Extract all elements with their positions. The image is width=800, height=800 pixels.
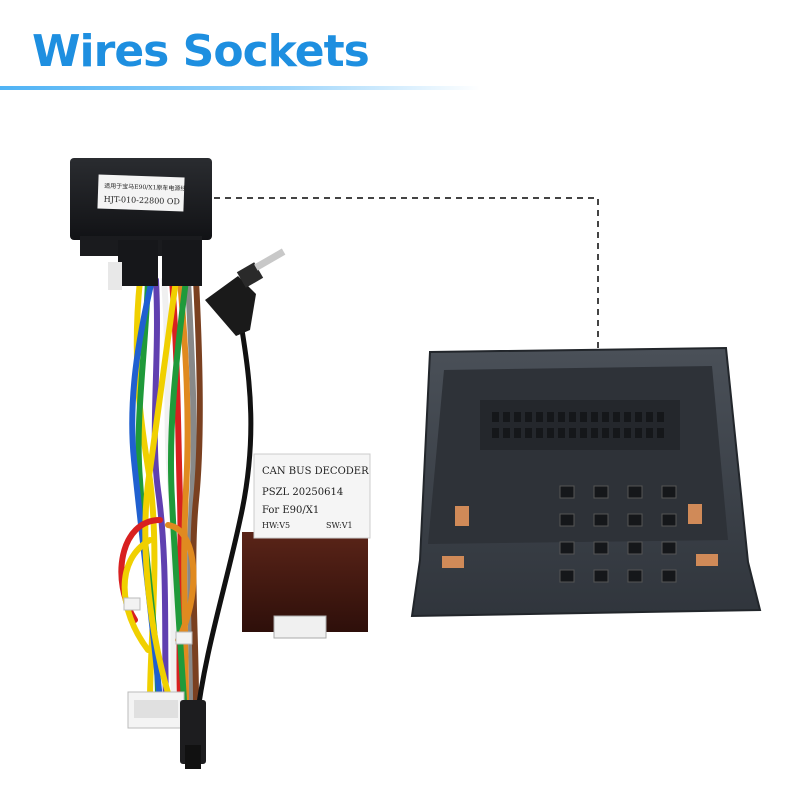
decoder-title: CAN BUS DECODER xyxy=(262,466,369,477)
socket-pin xyxy=(613,428,620,438)
socket-pin xyxy=(593,569,609,583)
zip-tie xyxy=(123,597,141,611)
socket-pin xyxy=(661,569,677,583)
socket-pin xyxy=(593,513,609,527)
vehicle-socket xyxy=(410,346,762,618)
socket-pin xyxy=(558,412,565,422)
harness-label-line2: HJT-010-22800 OD xyxy=(104,195,180,207)
socket-pin xyxy=(525,412,532,422)
decoder-model: For E90/X1 xyxy=(262,505,319,516)
harness-label-line1: 适用于宝马E90/X1原车电源线 xyxy=(104,182,186,193)
socket-pin xyxy=(661,513,677,527)
socket-pin xyxy=(580,428,587,438)
socket-pin xyxy=(646,428,653,438)
socket-pin xyxy=(569,428,576,438)
socket-pin xyxy=(492,412,499,422)
harness-label xyxy=(97,174,185,212)
socket-pin xyxy=(559,569,575,583)
socket-pin xyxy=(624,428,631,438)
socket-pin xyxy=(627,569,643,583)
socket-pin xyxy=(514,428,521,438)
can-bus-decoder: CAN BUS DECODER PSZL 20250614 For E90/X1… xyxy=(242,453,371,639)
socket-pin-grid xyxy=(492,412,677,583)
antenna-cable xyxy=(193,327,254,728)
socket-pin xyxy=(559,513,575,527)
socket-pin xyxy=(602,412,609,422)
socket-pin xyxy=(536,428,543,438)
decoder-hw: HW:V5 xyxy=(262,521,290,530)
socket-pin xyxy=(613,412,620,422)
decoder-sw: SW:V1 xyxy=(326,521,353,530)
socket-pin xyxy=(627,485,643,499)
socket-pin xyxy=(661,485,677,499)
bottom-plugs xyxy=(127,691,206,769)
title-underline xyxy=(0,86,480,90)
decoder-serial: PSZL 20250614 xyxy=(262,487,343,498)
socket-pin xyxy=(503,412,510,422)
socket-pin xyxy=(661,541,677,555)
socket-pin xyxy=(580,412,587,422)
socket-pin xyxy=(559,541,575,555)
socket-pin xyxy=(558,428,565,438)
socket-pin xyxy=(627,541,643,555)
title-bar: Wires Sockets xyxy=(0,0,800,100)
page-title: Wires Sockets xyxy=(32,26,370,77)
socket-pin xyxy=(593,485,609,499)
socket-pin xyxy=(624,412,631,422)
socket-pin xyxy=(627,513,643,527)
socket-pin xyxy=(635,412,642,422)
socket-pin xyxy=(635,428,642,438)
socket-pin xyxy=(503,428,510,438)
socket-pin xyxy=(602,428,609,438)
harness-connector: 适用于宝马E90/X1原车电源线 HJT-010-22800 OD xyxy=(70,158,212,290)
socket-pin xyxy=(593,541,609,555)
socket-pin xyxy=(591,412,598,422)
socket-pin xyxy=(547,428,554,438)
socket-pin xyxy=(569,412,576,422)
socket-pin xyxy=(646,412,653,422)
socket-pin xyxy=(525,428,532,438)
socket-pin xyxy=(591,428,598,438)
socket-pin xyxy=(559,485,575,499)
socket-pin xyxy=(657,428,664,438)
socket-pin xyxy=(536,412,543,422)
socket-pin xyxy=(514,412,521,422)
socket-pin xyxy=(547,412,554,422)
zip-tie xyxy=(175,631,193,645)
socket-pin xyxy=(657,412,664,422)
leader-line xyxy=(214,197,599,352)
socket-pin xyxy=(492,428,499,438)
antenna-plug xyxy=(205,248,286,336)
